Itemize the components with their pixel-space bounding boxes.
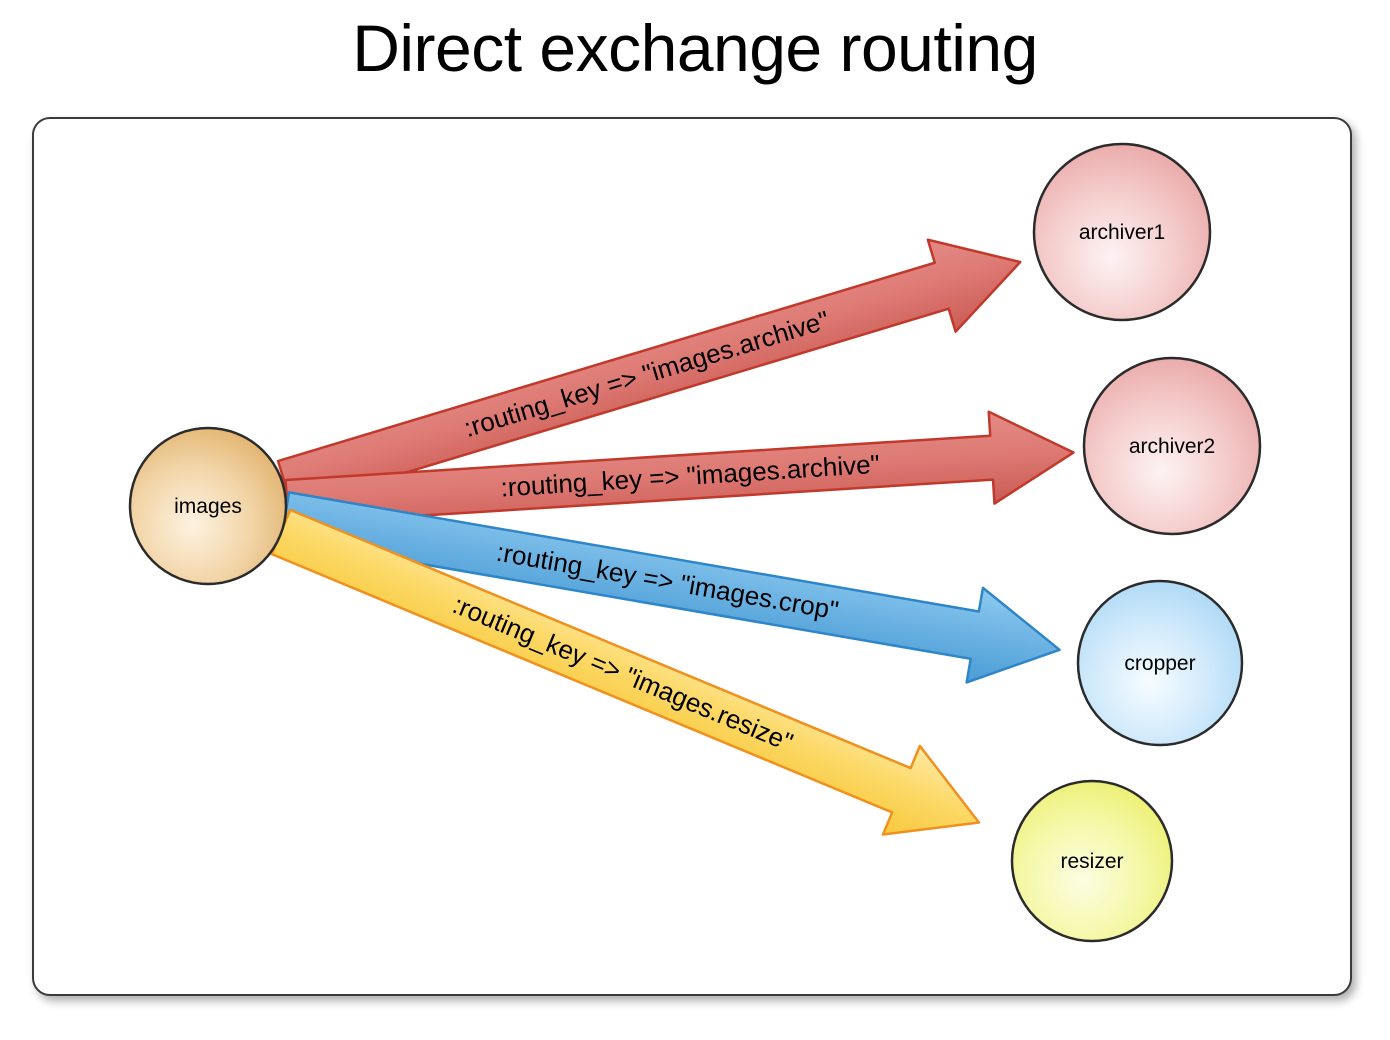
node-archiver1[interactable]: archiver1 (1032, 142, 1212, 322)
node-circle-cropper[interactable] (1076, 579, 1244, 747)
page-title: Direct exchange routing (352, 11, 1038, 85)
node-cropper[interactable]: cropper (1076, 579, 1244, 747)
edge-arrow-shape[interactable] (263, 488, 998, 867)
node-circle-archiver2[interactable] (1082, 356, 1262, 536)
node-circle-resizer[interactable] (1010, 779, 1174, 943)
node-archiver2[interactable]: archiver2 (1082, 356, 1262, 536)
node-circle-archiver1[interactable] (1032, 142, 1212, 322)
node-resizer[interactable]: resizer (1010, 779, 1174, 943)
node-images[interactable]: images (128, 426, 288, 586)
node-circle-images[interactable] (128, 426, 288, 586)
